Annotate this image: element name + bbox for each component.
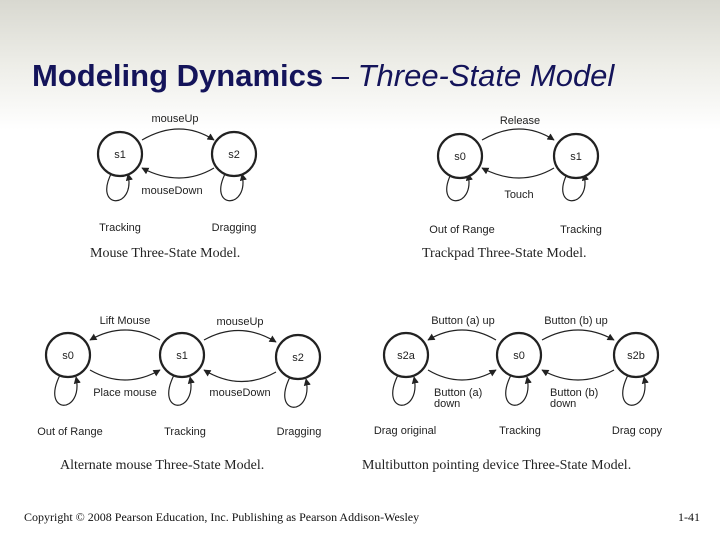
state-node (210, 130, 258, 178)
transition-arrow (203, 329, 277, 343)
transition-label: Button (b) up (544, 315, 608, 327)
loop-label: Tracking (164, 426, 206, 438)
title-subtitle: Three-State Model (357, 58, 615, 93)
self-loop-arrow (622, 374, 649, 406)
loop-label: Drag original (374, 425, 436, 437)
transition-label: Lift Mouse (100, 315, 151, 327)
loop-label: Out of Range (429, 224, 494, 236)
state-label: s2a (397, 350, 416, 362)
state-label: s1 (114, 149, 126, 161)
state-node (158, 331, 206, 379)
transition-arrow (541, 369, 615, 381)
self-loop-arrow (446, 171, 473, 202)
loop-label: Dragging (277, 426, 322, 438)
loop-label: Tracking (560, 224, 602, 236)
transition-label: mouseUp (216, 316, 263, 328)
state-label: s2 (228, 149, 240, 161)
transition-arrow (141, 128, 215, 141)
self-loop-arrow (106, 171, 133, 202)
state-node (552, 132, 600, 180)
transition-label: mouseDown (141, 185, 202, 197)
state-label: s1 (176, 350, 188, 362)
loop-label: Tracking (499, 425, 541, 437)
state-node (382, 331, 430, 379)
caption-alt-mouse: Alternate mouse Three-State Model. (60, 458, 265, 473)
state-label: s0 (62, 350, 74, 362)
self-loop-arrow (562, 171, 589, 202)
caption-trackpad: Trackpad Three-State Model. (422, 246, 587, 261)
self-loop-arrow (284, 376, 311, 408)
loop-label: Tracking (99, 222, 141, 234)
loop-label: Out of Range (37, 426, 102, 438)
transition-label: down (434, 398, 460, 410)
alt-mouse-diagram: s0 s1 s2 Lift Mouse mouseUp Place mouse … (37, 315, 321, 438)
self-loop-arrow (392, 374, 419, 406)
loop-label: Dragging (212, 222, 257, 234)
state-node (436, 132, 484, 180)
trackpad-diagram: s0 s1 Release Touch Out of Range Trackin… (429, 115, 602, 236)
transition-label: Button (b) (550, 387, 598, 399)
transition-arrow (89, 369, 161, 381)
state-node (96, 130, 144, 178)
transition-label: down (550, 398, 576, 410)
caption-mouse: Mouse Three-State Model. (90, 246, 241, 261)
transition-label: mouseDown (209, 387, 270, 399)
state-label: s2 (292, 352, 304, 364)
transition-arrow (203, 369, 277, 383)
transition-arrow (89, 329, 161, 341)
self-loop-arrow (505, 374, 532, 406)
self-loop-arrow (54, 374, 81, 406)
state-node (44, 331, 92, 379)
state-label: s0 (454, 151, 466, 163)
state-node (495, 331, 543, 379)
state-label: s1 (570, 151, 582, 163)
copyright-text: Copyright © 2008 Pearson Education, Inc.… (24, 510, 420, 524)
slide-title: Modeling Dynamics – Three-State Model (32, 58, 614, 94)
transition-label: mouseUp (151, 113, 198, 125)
caption-multibutton: Multibutton pointing device Three-State … (362, 458, 632, 473)
mouse-diagram: s1 s2 mouseUp mouseDown Tracking Draggin… (96, 113, 258, 234)
page-number: 1-41 (678, 510, 700, 524)
loop-label: Drag copy (612, 425, 663, 437)
transition-arrow (481, 128, 555, 141)
transition-label: Button (a) (434, 387, 482, 399)
transition-arrow (541, 329, 615, 341)
title-dash: – (323, 58, 358, 93)
title-main: Modeling Dynamics (32, 58, 324, 93)
transition-arrow (427, 369, 497, 381)
state-node (612, 331, 660, 379)
transition-arrow (481, 167, 555, 179)
transition-label: Button (a) up (431, 315, 495, 327)
multibutton-diagram: s2a s0 s2b Button (a) up Button (b) up B… (374, 315, 663, 437)
transition-arrow (141, 167, 215, 179)
state-node (274, 333, 322, 381)
transition-label: Release (500, 115, 540, 127)
transition-arrow (427, 329, 497, 341)
self-loop-arrow (168, 374, 195, 406)
state-label: s0 (513, 350, 525, 362)
transition-label: Place mouse (93, 387, 157, 399)
transition-label: Touch (504, 189, 533, 201)
self-loop-arrow (220, 171, 247, 202)
state-label: s2b (627, 350, 645, 362)
